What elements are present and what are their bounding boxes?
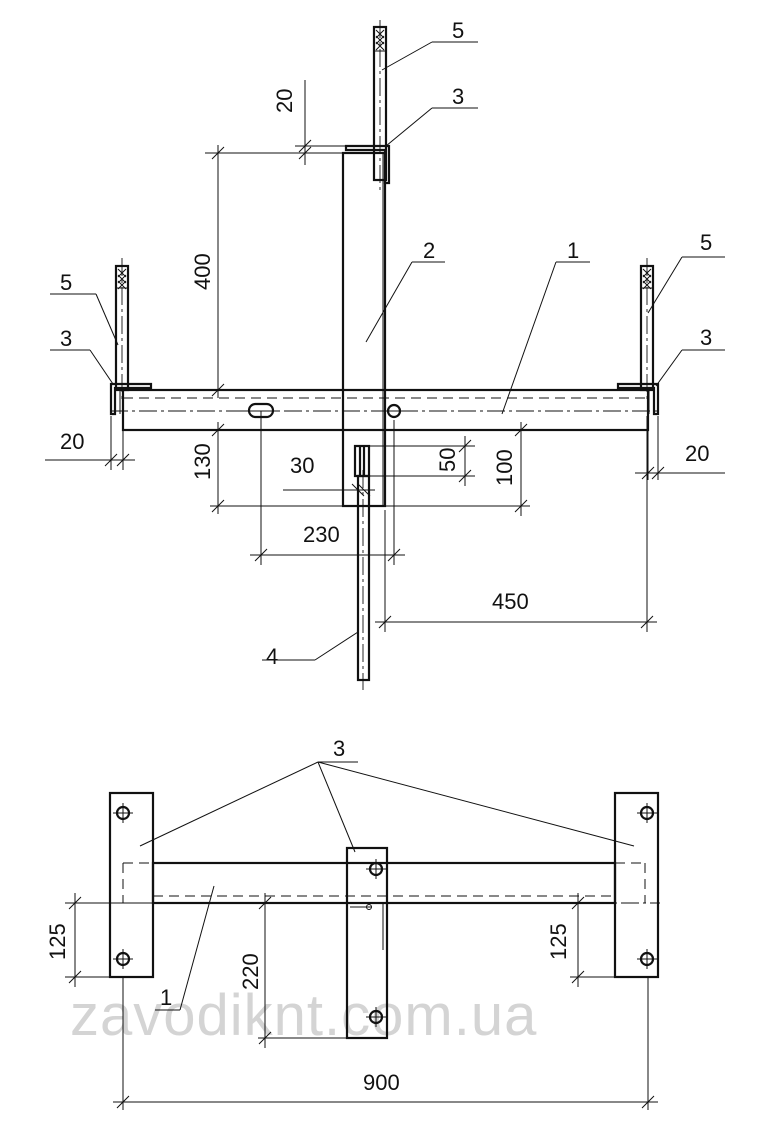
- dim-230: 230: [250, 411, 405, 565]
- callout-2-label: 2: [423, 238, 435, 263]
- callout-3-top: 3: [385, 84, 478, 147]
- dim-50-label: 50: [435, 448, 460, 472]
- top-rod-assembly: [344, 20, 391, 190]
- callout-3-top-label: 3: [452, 84, 464, 109]
- watermark: zavodiknt.com.ua: [70, 983, 537, 1048]
- plan-plate-right: [613, 791, 660, 979]
- dim-30-label: 30: [290, 453, 314, 478]
- dim-100-label: 100: [492, 449, 517, 486]
- callout-5-top: 5: [381, 18, 478, 71]
- plan-plate-center: [345, 846, 389, 1040]
- clamp-plate: [353, 444, 371, 478]
- callout-3-plan: 3: [139, 736, 635, 853]
- post-part-2: [341, 151, 387, 508]
- callout-2: 2: [365, 238, 445, 343]
- callout-4: 4: [262, 631, 359, 669]
- dim-450-label: 450: [492, 589, 529, 614]
- dim-900: 900: [113, 977, 658, 1110]
- dim-230-label: 230: [303, 522, 340, 547]
- dim-130-label: 130: [190, 443, 215, 480]
- callout-3-plan-label: 3: [333, 736, 345, 761]
- dim-20-right-label: 20: [685, 441, 709, 466]
- rod-part-4: [356, 470, 371, 690]
- dim-20-left: 20: [45, 416, 135, 470]
- dim-20-top: 20: [272, 80, 345, 165]
- callout-3-left-label: 3: [60, 326, 72, 351]
- dim-20-right: 20: [635, 416, 725, 480]
- callout-3-right-label: 3: [700, 325, 712, 350]
- plan-beam: [70, 861, 660, 905]
- dim-125-right-label: 125: [546, 923, 571, 960]
- callout-5-right-label: 5: [700, 230, 712, 255]
- dim-450: 450: [375, 416, 657, 632]
- callout-3-right: 3: [655, 325, 725, 387]
- callout-5-top-label: 5: [452, 18, 464, 43]
- dim-125-left-label: 125: [45, 923, 70, 960]
- dim-130: 130: [190, 422, 345, 514]
- dim-400-label: 400: [190, 253, 215, 290]
- bolt-circle: [380, 403, 408, 419]
- left-rod-assembly: [109, 258, 153, 416]
- plan-plate-left: [108, 791, 155, 979]
- callout-1-label: 1: [567, 238, 579, 263]
- dim-30: 30: [283, 453, 375, 497]
- dim-100: 100: [385, 422, 530, 516]
- callout-5-right: 5: [647, 230, 725, 314]
- callout-5-left: 5: [50, 270, 119, 346]
- elevation-view: 400 20 20 20: [45, 18, 725, 690]
- dim-50: 50: [369, 436, 475, 486]
- plan-view: 125 220 125 900: [45, 736, 660, 1110]
- dim-20-left-label: 20: [60, 429, 84, 454]
- callout-1-plan: 1: [155, 885, 215, 1011]
- dim-400: 400: [190, 145, 345, 398]
- dim-20-top-label: 20: [272, 89, 297, 113]
- callout-3-left: 3: [50, 326, 114, 385]
- dim-900-label: 900: [363, 1070, 400, 1095]
- callout-1-plan-label: 1: [160, 985, 172, 1010]
- dim-220-label: 220: [238, 953, 263, 990]
- callout-4-label: 4: [266, 644, 278, 669]
- callout-5-left-label: 5: [60, 270, 72, 295]
- callout-1: 1: [501, 238, 590, 415]
- dim-125-left: 125: [45, 893, 153, 987]
- dim-220: 220: [238, 893, 350, 1048]
- dim-125-right: 125: [546, 893, 648, 987]
